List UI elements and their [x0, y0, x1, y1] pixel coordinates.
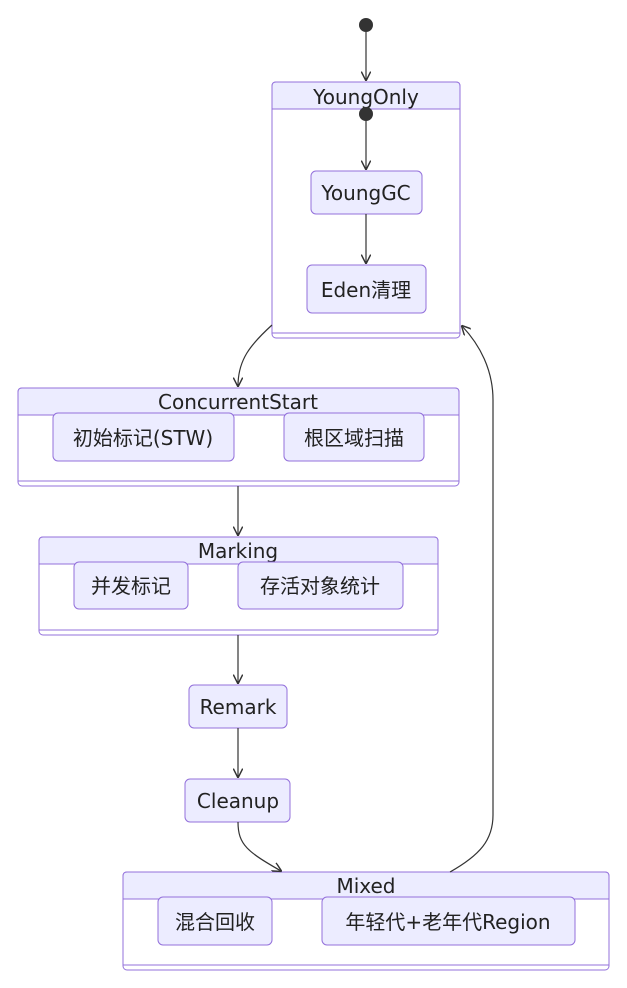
edge-mixed-to-young-only [449, 326, 494, 873]
state-root-region-scan[interactable]: 根区域扫描 [283, 412, 425, 462]
state-eden-clean[interactable]: Eden清理 [306, 264, 427, 314]
state-mixed-collect[interactable]: 混合回收 [157, 896, 273, 946]
state-cleanup[interactable]: Cleanup [184, 778, 291, 823]
state-initial-mark[interactable]: 初始标记(STW) [52, 412, 235, 462]
state-remark-label: Remark [200, 695, 277, 719]
state-concurrent-mark[interactable]: 并发标记 [73, 561, 189, 610]
state-young-gc[interactable]: YoungGC [310, 170, 423, 215]
composite-concurrent-start-header [17, 387, 460, 416]
state-young-old-region-label: 年轻代+老年代Region [345, 910, 550, 934]
state-cleanup-label: Cleanup [197, 789, 279, 813]
state-initial-mark-label: 初始标记(STW) [73, 426, 213, 450]
composite-marking-header [38, 536, 439, 565]
state-root-region-scan-label: 根区域扫描 [304, 426, 404, 450]
state-live-object-stats-label: 存活对象统计 [260, 574, 380, 598]
start-node-outer [359, 18, 373, 32]
composite-young-only-header [271, 81, 461, 110]
state-mixed-collect-label: 混合回收 [175, 910, 255, 934]
composite-mixed-title: Mixed [336, 874, 395, 898]
state-eden-clean-label: Eden清理 [321, 278, 411, 302]
composite-young-only-title: YoungOnly [312, 85, 419, 109]
state-concurrent-mark-label: 并发标记 [91, 574, 171, 598]
edge-cleanup-to-mixed [237, 821, 281, 871]
state-young-old-region[interactable]: 年轻代+老年代Region [321, 896, 576, 946]
composite-marking-title: Marking [198, 539, 278, 563]
composite-concurrent-start-title: ConcurrentStart [158, 390, 318, 414]
start-node-inner [359, 107, 373, 121]
state-live-object-stats[interactable]: 存活对象统计 [237, 561, 404, 610]
edge-young-only-to-concurrent-start [238, 324, 273, 386]
state-remark[interactable]: Remark [188, 684, 288, 729]
composite-mixed-header [122, 871, 610, 900]
state-young-gc-label: YoungGC [320, 181, 410, 205]
